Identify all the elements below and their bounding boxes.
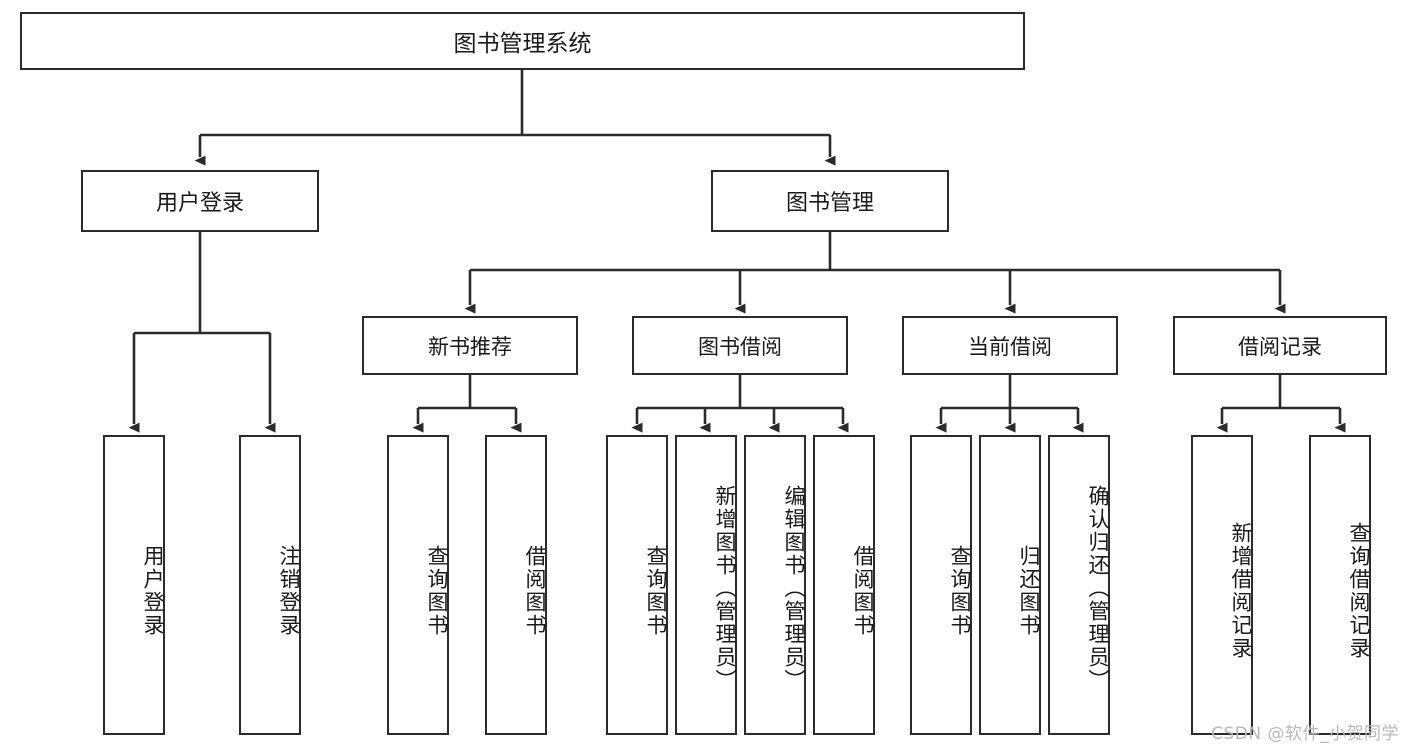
leaf-recommend-query-book[interactable]: 查询图书 [387,435,449,735]
leaf-user-login-login[interactable]: 用户登录 [103,435,165,735]
leaf-record-add-record[interactable]: 新增借阅记录 [1191,435,1253,735]
csdn-watermark: CSDN @软件_小贺同学 [1211,724,1399,744]
leaf-recommend-borrow-book[interactable]: 借阅图书 [485,435,547,735]
leaf-borrow-edit-book-admin[interactable]: 编辑图书（管理员） [744,435,806,735]
node-book-borrow[interactable]: 图书借阅 [632,316,848,375]
leaf-borrow-query-book[interactable]: 查询图书 [606,435,668,735]
leaf-current-return-book[interactable]: 归还图书 [979,435,1041,735]
node-label: 图书借阅 [698,334,782,359]
node-user-login[interactable]: 用户登录 [81,170,319,232]
node-label: 新增借阅记录 [1229,522,1253,660]
node-label: 图书管理系统 [453,31,592,57]
node-label: 当前借阅 [968,334,1052,359]
node-borrow-record[interactable]: 借阅记录 [1173,316,1387,375]
node-label: 查询图书 [644,545,668,637]
leaf-borrow-borrow-book[interactable]: 借阅图书 [813,435,875,735]
node-label: 图书管理 [785,191,874,216]
node-label: 新书推荐 [428,334,512,359]
node-label: 确认归还（管理员） [1086,484,1110,692]
leaf-user-login-logout[interactable]: 注销登录 [239,435,301,735]
node-label: 借阅图书 [523,545,547,637]
node-label: 归还图书 [1017,545,1041,637]
node-label: 借阅记录 [1238,334,1322,359]
node-label: 查询图书 [948,545,972,637]
node-current-borrow[interactable]: 当前借阅 [902,316,1118,375]
node-root-system[interactable]: 图书管理系统 [20,12,1025,70]
node-label: 借阅图书 [851,545,875,637]
node-label: 查询图书 [425,545,449,637]
node-label: 编辑图书（管理员） [782,484,806,692]
leaf-current-confirm-return-admin[interactable]: 确认归还（管理员） [1048,435,1110,735]
node-label: 新增图书（管理员） [713,484,737,692]
node-new-book-recommend[interactable]: 新书推荐 [362,316,578,375]
node-label: 注销登录 [277,545,301,637]
node-book-management[interactable]: 图书管理 [711,170,949,232]
leaf-current-query-book[interactable]: 查询图书 [910,435,972,735]
leaf-borrow-add-book-admin[interactable]: 新增图书（管理员） [675,435,737,735]
node-label: 用户登录 [141,545,165,637]
node-label: 用户登录 [155,191,244,216]
leaf-record-query-record[interactable]: 查询借阅记录 [1309,435,1371,735]
node-label: 查询借阅记录 [1347,522,1371,660]
